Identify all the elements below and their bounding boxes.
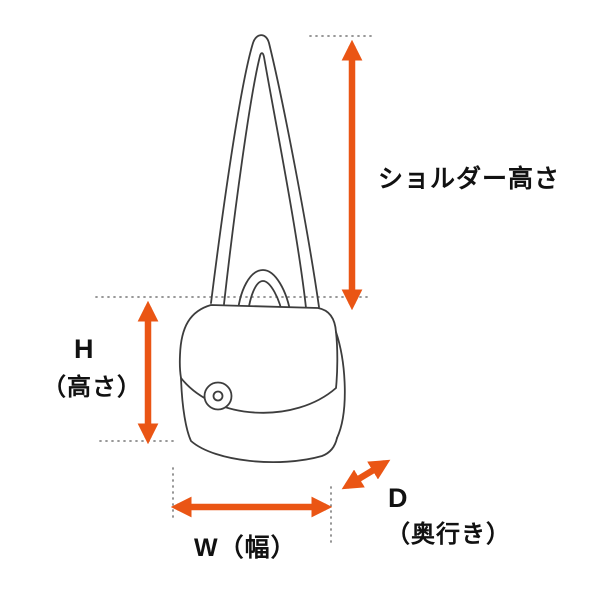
- height-sub-label: （高さ）: [42, 374, 142, 401]
- depth-arrow: [341, 459, 391, 490]
- depth-sub-label: （奥行き）: [386, 521, 511, 548]
- bag-flap: [178, 304, 339, 414]
- strap-inner-line: [223, 52, 307, 309]
- bag-gusset: [335, 331, 346, 439]
- handle-outer-line: [236, 269, 292, 321]
- clasp-inner-circle: [212, 390, 224, 402]
- strap-outer-line: [210, 34, 320, 308]
- height-label: H: [74, 334, 95, 364]
- handle-inner-line: [246, 280, 284, 323]
- bag-body: [180, 377, 338, 464]
- guide-dotted-lines: [95, 35, 373, 544]
- depth-label: D: [388, 483, 409, 513]
- bag-illustration: [178, 34, 346, 464]
- shoulder-height-label: ショルダー高さ: [378, 165, 561, 193]
- width-label: W（幅）: [194, 534, 297, 562]
- dimension-arrows: [137, 39, 391, 518]
